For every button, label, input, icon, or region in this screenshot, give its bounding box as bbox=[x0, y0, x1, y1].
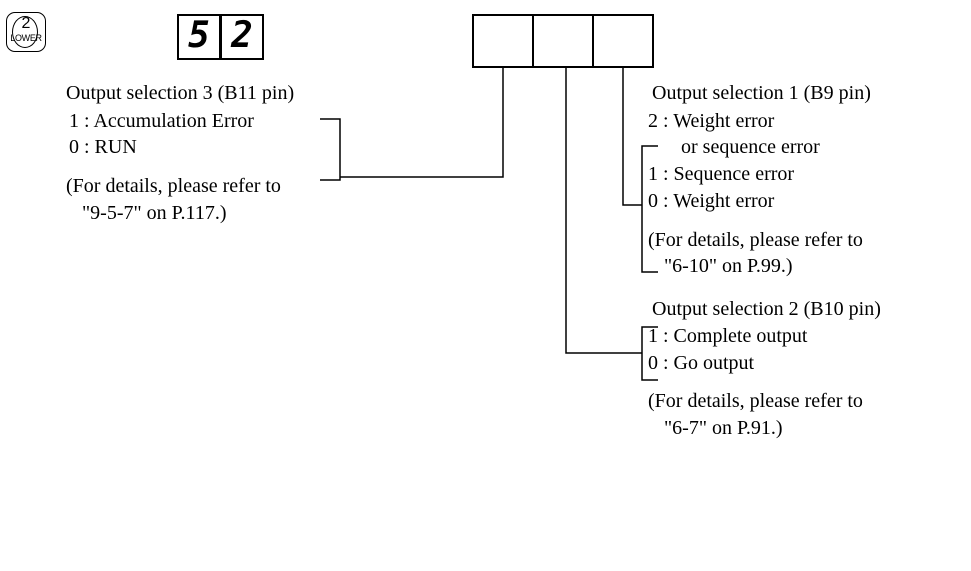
display-digit-1: 5 bbox=[177, 14, 221, 60]
sel2-bracket bbox=[641, 326, 658, 381]
lower-key-ring bbox=[12, 16, 38, 48]
sel1-title: Output selection 1 (B9 pin) bbox=[652, 82, 871, 104]
sel1-connector bbox=[622, 68, 642, 206]
sel1-bracket bbox=[641, 145, 658, 273]
setting-box-2 bbox=[532, 14, 594, 68]
lower-key-icon: 2 LOWER bbox=[6, 12, 46, 52]
setting-box-1 bbox=[592, 14, 654, 68]
sel3-option-0: 0 : RUN bbox=[69, 136, 137, 158]
lower-key-number: 2 bbox=[21, 15, 31, 32]
sel1-option-1: 1 : Sequence error bbox=[648, 163, 795, 185]
sel3-bracket bbox=[320, 118, 341, 181]
sel1-ref-line2: "6-10" on P.99.) bbox=[664, 255, 793, 277]
sel2-title: Output selection 2 (B10 pin) bbox=[652, 298, 881, 320]
sel2-option-0: 0 : Go output bbox=[648, 352, 755, 374]
setting-box-3 bbox=[472, 14, 534, 68]
sel2-option-1: 1 : Complete output bbox=[648, 325, 808, 347]
sel2-ref-line1: (For details, please refer to bbox=[648, 390, 863, 412]
sel1-option-0: 0 : Weight error bbox=[648, 190, 775, 212]
sel3-option-1: 1 : Accumulation Error bbox=[69, 110, 254, 132]
display-digit-2: 2 bbox=[220, 14, 264, 60]
sel3-title: Output selection 3 (B11 pin) bbox=[66, 82, 295, 104]
sel2-connector bbox=[565, 68, 642, 354]
sel3-connector bbox=[340, 68, 504, 178]
sel1-option-2a: 2 : Weight error bbox=[648, 110, 775, 132]
sel2-ref-line2: "6-7" on P.91.) bbox=[664, 417, 783, 439]
lower-key-label: LOWER bbox=[10, 33, 42, 43]
sel1-ref-line1: (For details, please refer to bbox=[648, 229, 863, 251]
sel3-ref-line1: (For details, please refer to bbox=[66, 175, 281, 197]
sel1-option-2b: or sequence error bbox=[681, 136, 820, 158]
sel3-ref-line2: "9-5-7" on P.117.) bbox=[82, 202, 227, 224]
